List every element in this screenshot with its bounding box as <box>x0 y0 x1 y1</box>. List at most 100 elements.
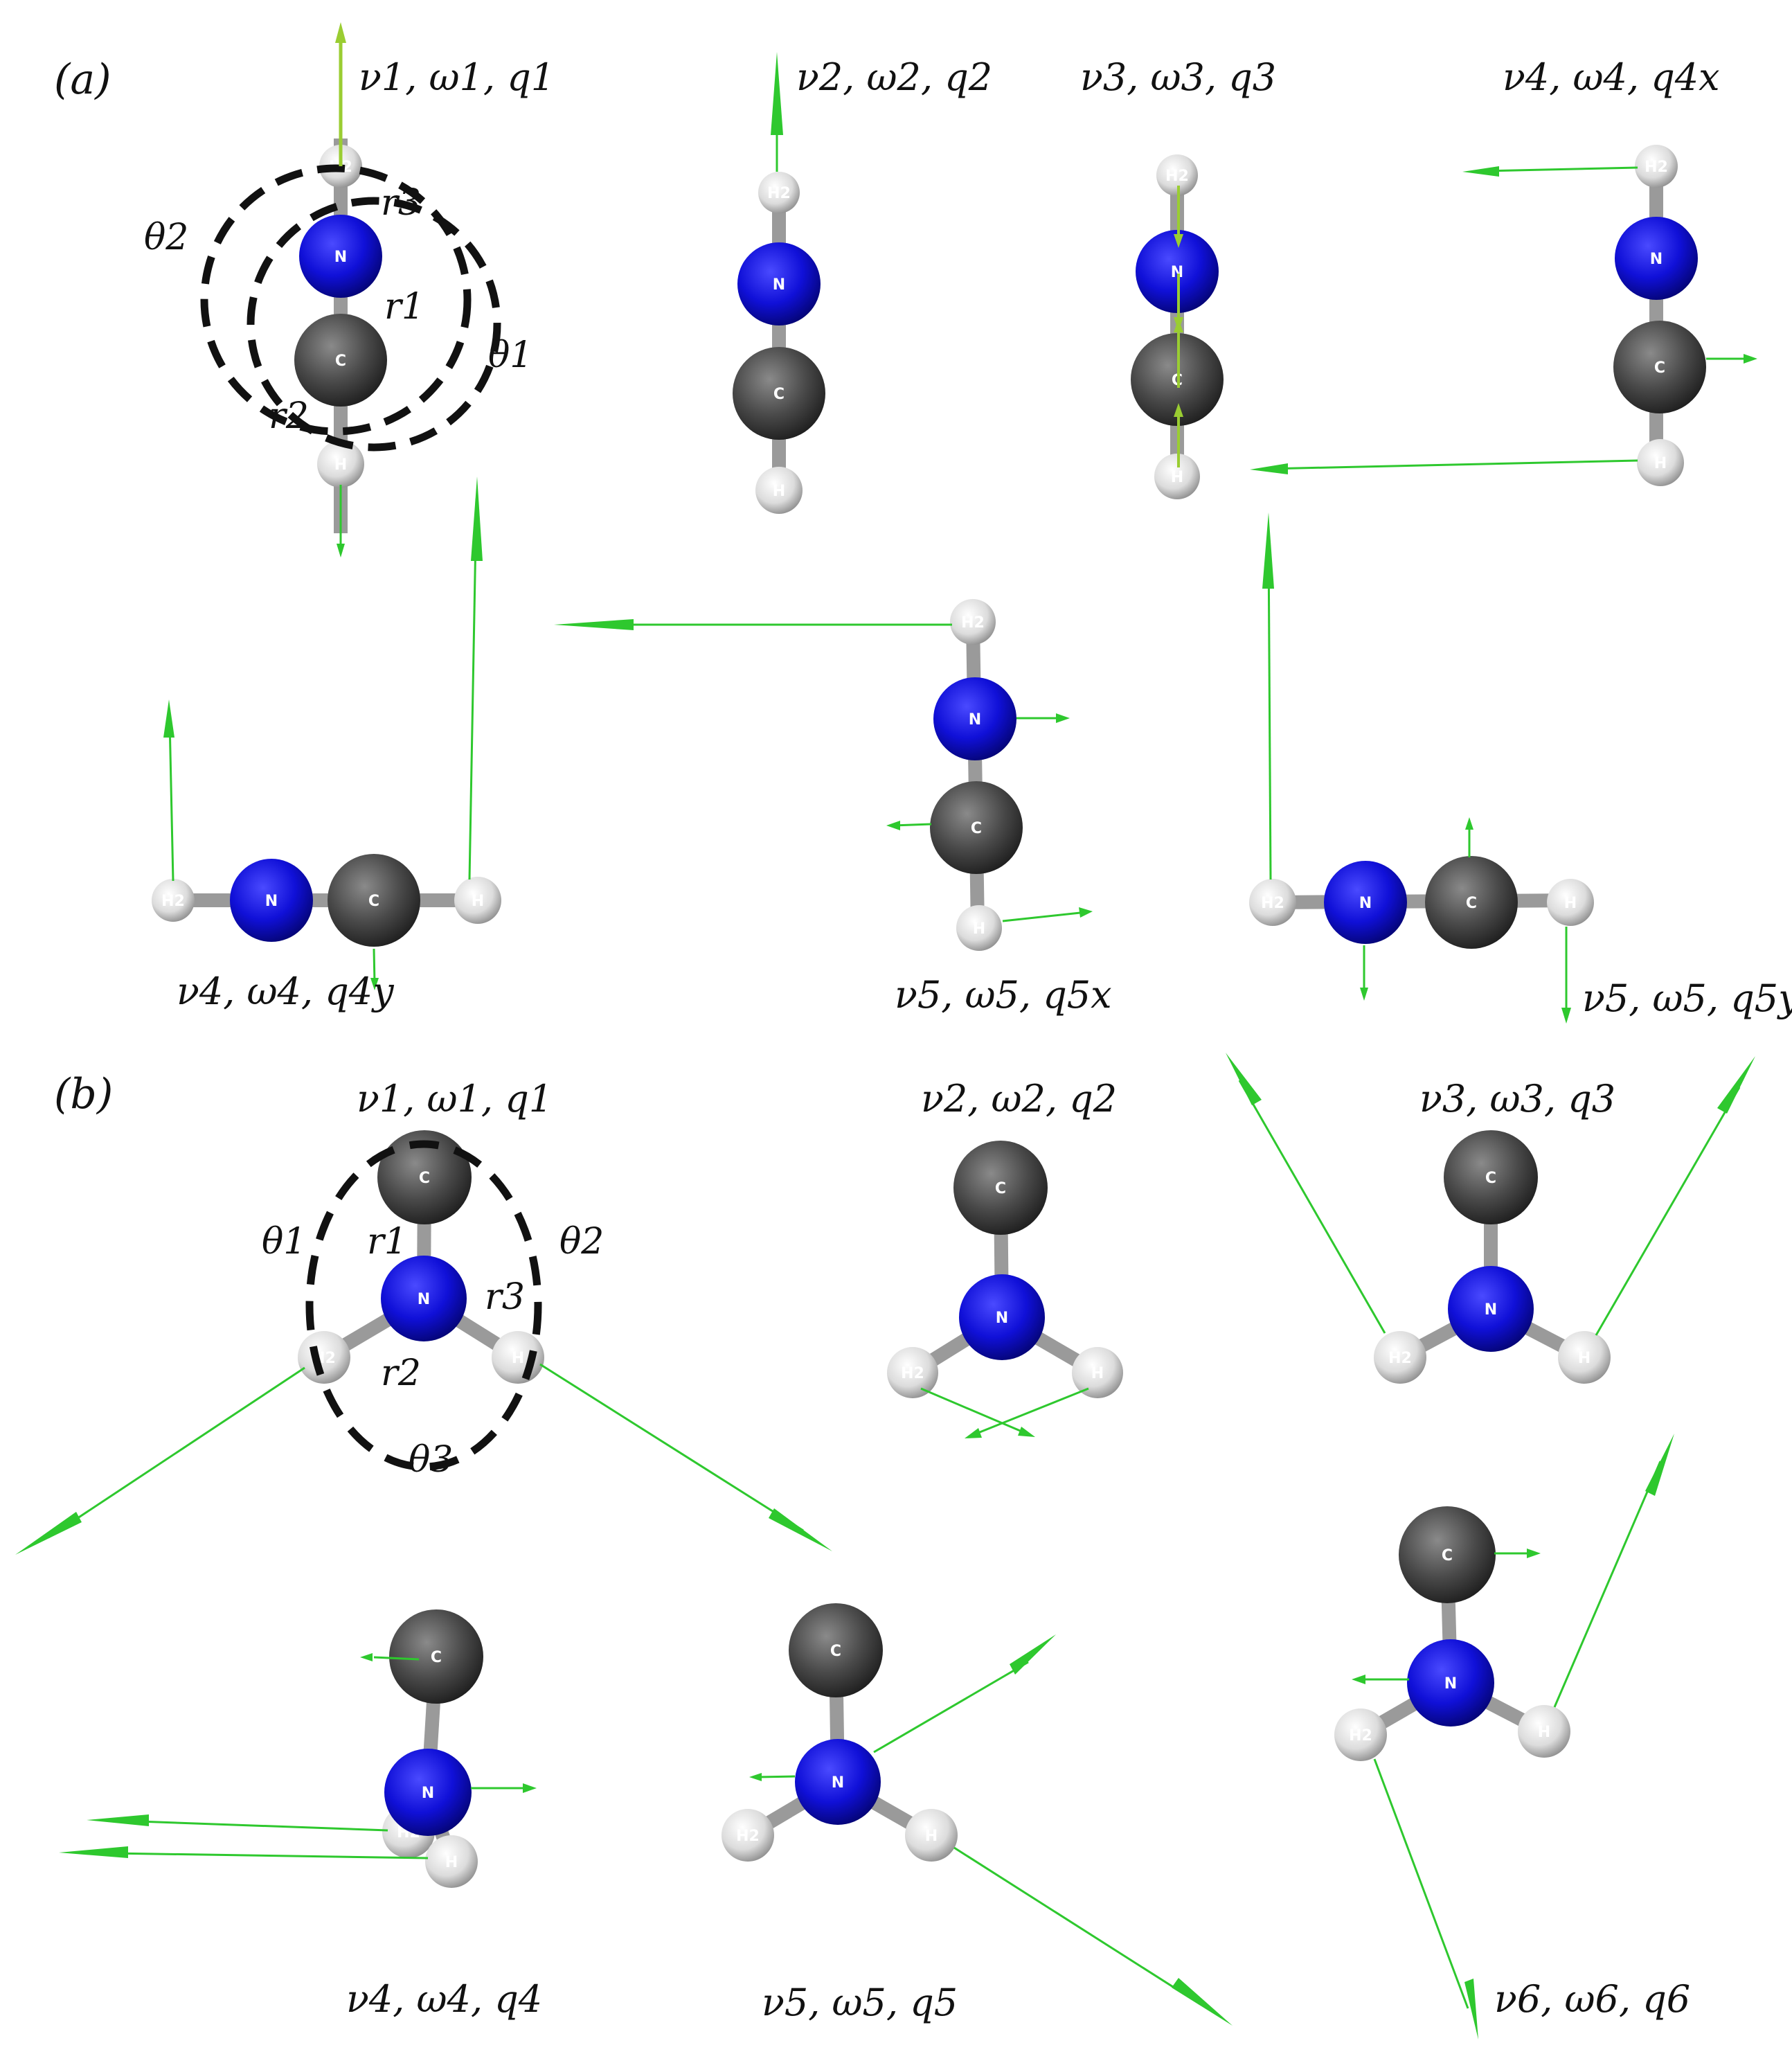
hydrogen-2-atom <box>1334 1708 1387 1761</box>
panel-b: (b) C N H2 H ν1, ω1, q1 θ1 r1 θ2 r3 r2 <box>15 1053 1755 2040</box>
panel-a-mode-3: H2 N C H ν3, ω3, q3 <box>1080 55 1276 499</box>
svg-text:N: N <box>1485 1301 1497 1319</box>
displacement-arrow <box>758 1775 796 1778</box>
hydrogen-1-atom <box>454 877 501 924</box>
mode-label: ν2, ω2, q2 <box>921 1077 1117 1121</box>
coord-label-r1: r1 <box>384 286 424 328</box>
hydrogen-1-atom <box>317 440 364 488</box>
nitrogen-atom <box>384 1749 472 1836</box>
displacement-arrow <box>468 498 478 880</box>
carbon-atom <box>1444 1130 1538 1224</box>
hydrogen-2-atom <box>1156 154 1198 196</box>
svg-text:H: H <box>973 920 985 938</box>
coord-label-r2: r2 <box>381 1353 421 1394</box>
svg-text:N: N <box>1359 895 1372 912</box>
panel-b-tag: (b) <box>54 1070 113 1118</box>
svg-text:C: C <box>1466 895 1477 912</box>
nitrogen-atom <box>737 242 821 325</box>
hydrogen-2-atom <box>298 1331 350 1384</box>
svg-text:H: H <box>1091 1365 1104 1382</box>
mode-label: ν6, ω6, q6 <box>1494 1977 1690 2021</box>
coordinate-circle-theta1 <box>247 197 501 452</box>
svg-text:C: C <box>971 820 982 837</box>
coordinate-ellipse <box>305 1140 542 1471</box>
displacement-arrow <box>138 1820 388 1832</box>
displacement-arrow <box>1238 1080 1386 1334</box>
carbon-atom <box>789 1603 883 1697</box>
svg-text:C: C <box>1442 1547 1453 1564</box>
displacement-arrow <box>48 1366 305 1539</box>
displacement-arrow <box>1595 1087 1741 1336</box>
nitrogen-atom <box>299 215 382 298</box>
nitrogen-atom <box>1407 1639 1494 1727</box>
mode-label: ν4, ω4, q4x <box>1503 55 1720 99</box>
mode-label: ν2, ω2, q2 <box>796 55 992 99</box>
carbon-atom <box>930 781 1023 874</box>
carbon-atom <box>377 1130 472 1224</box>
svg-text:H2: H2 <box>161 893 185 910</box>
nitrogen-atom <box>1324 861 1407 944</box>
svg-text:C: C <box>431 1649 442 1666</box>
panel-b-mode-6: C N H2 H ν6, ω6, q6 <box>1334 1434 1690 2040</box>
nitrogen-atom <box>959 1274 1045 1360</box>
hydrogen-2-atom <box>1635 145 1678 188</box>
svg-text:H: H <box>1171 469 1183 486</box>
svg-text:N: N <box>334 249 347 266</box>
hydrogen-1-atom <box>1154 454 1200 499</box>
carbon-atom <box>1613 321 1706 413</box>
hydrogen-1-atom <box>425 1835 478 1888</box>
coord-label-r3: r3 <box>485 1276 525 1318</box>
carbon-atom <box>953 1141 1048 1235</box>
nitrogen-atom <box>933 677 1016 760</box>
svg-text:H: H <box>925 1828 938 1845</box>
displacement-arrow <box>873 1661 1029 1754</box>
panel-a-mode-5x: H2 N C H ν5, ω5, q5x <box>554 599 1112 1017</box>
svg-text:N: N <box>1650 251 1663 268</box>
svg-text:C: C <box>368 893 379 910</box>
svg-text:H2: H2 <box>767 185 791 202</box>
hydrogen-2-atom <box>950 599 996 645</box>
coord-label-theta2: θ2 <box>144 217 188 258</box>
displacement-arrow <box>1002 911 1081 922</box>
svg-text:H: H <box>445 1854 458 1871</box>
panel-b-mode-5: C N H2 H ν5, ω5, q5 <box>722 1603 1233 2026</box>
panel-b-mode-2: C N H2 H ν2, ω2, q2 <box>887 1077 1123 1438</box>
mode-label: ν1, ω1, q1 <box>357 1077 553 1121</box>
displacement-arrow <box>1266 459 1638 470</box>
svg-text:H: H <box>1564 895 1577 912</box>
hydrogen-2-atom <box>887 1347 938 1398</box>
hydrogen-2-atom <box>1374 1331 1426 1384</box>
carbon-atom <box>294 314 387 407</box>
svg-text:H2: H2 <box>1261 895 1284 912</box>
svg-text:C: C <box>1485 1170 1496 1187</box>
mode-label: ν1, ω1, q1 <box>359 55 555 99</box>
coord-label-theta3: θ3 <box>409 1439 453 1481</box>
carbon-atom <box>1425 856 1518 949</box>
hydrogen-2-atom <box>722 1809 774 1862</box>
svg-text:N: N <box>265 893 278 910</box>
panel-b-mode-4: C H2 N H ν4, ω4, q4 <box>59 1609 542 2021</box>
displacement-arrow <box>1553 1461 1662 1708</box>
svg-text:H2: H2 <box>1165 168 1189 185</box>
hydrogen-2-atom <box>1249 879 1296 926</box>
svg-text:H2: H2 <box>961 614 985 632</box>
svg-text:H: H <box>512 1350 524 1367</box>
coordinate-circle-theta2 <box>200 164 472 436</box>
carbon-atom <box>1399 1506 1496 1603</box>
svg-text:H2: H2 <box>901 1365 924 1382</box>
hydrogen-1-atom <box>1558 1331 1611 1384</box>
coord-label-r2: r2 <box>269 395 309 437</box>
svg-text:N: N <box>773 276 785 294</box>
mode-label: ν5, ω5, q5y <box>1582 976 1792 1020</box>
panel-a-tag: (a) <box>54 55 111 104</box>
svg-text:C: C <box>1654 359 1665 377</box>
svg-text:H2: H2 <box>736 1828 760 1845</box>
panel-a-mode-1: H2 N C H ν1, ω1, q1 r3 θ2 r1 θ1 r2 <box>144 22 555 557</box>
displacement-arrow <box>539 1363 804 1532</box>
displacement-arrow <box>373 948 376 984</box>
panel-a-mode-2: H2 N C H ν2, ω2, q2 <box>733 52 992 514</box>
svg-text:N: N <box>996 1310 1008 1327</box>
svg-text:H2: H2 <box>1645 159 1668 176</box>
panel-b-mode-1: C N H2 H ν1, ω1, q1 θ1 r1 θ2 r3 r2 θ3 <box>15 1077 832 1555</box>
